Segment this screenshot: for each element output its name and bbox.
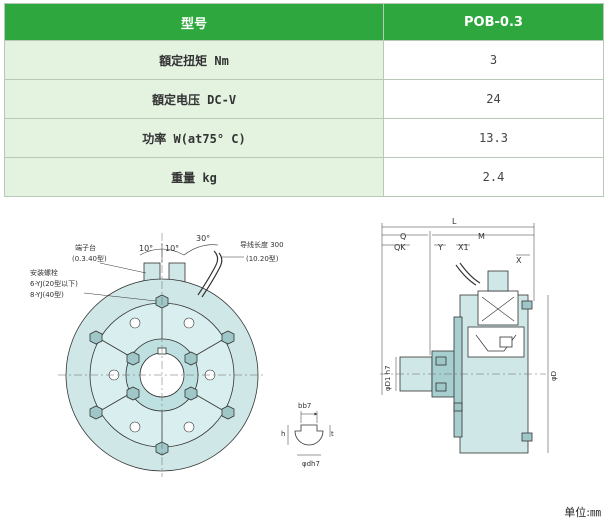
spec-table: 型号 POB-0.3 額定扭矩 Nm 3 額定电压 DC-V 24 功率 W(a… — [4, 3, 604, 197]
dim-D: φD — [550, 371, 558, 381]
row-value-voltage: 24 — [383, 79, 604, 119]
table-row: 功率 W(at75° C) 13.3 — [4, 118, 604, 158]
row-label-torque: 額定扭矩 Nm — [4, 40, 384, 80]
dim-D1: φD1 h7 — [384, 365, 392, 391]
dim-QK: QK — [394, 243, 406, 252]
side-view — [380, 262, 546, 454]
row-label-weight: 重量 kg — [4, 157, 384, 197]
mount-bolt-spec1: 6-YJ(20型以下) — [30, 279, 78, 288]
dim-M: M — [478, 232, 485, 241]
terminal-label: 端子台 — [75, 243, 96, 252]
table-row: 額定电压 DC-V 24 — [4, 79, 604, 119]
table-row: 重量 kg 2.4 — [4, 157, 604, 197]
dim-Q: Q — [400, 232, 406, 241]
dim-Y: Y — [437, 243, 443, 252]
angle-c-label: 30° — [196, 234, 210, 243]
mount-bolt-label: 安装螺栓 — [30, 268, 58, 277]
mount-bolt-spec2: 8-YJ(40型) — [30, 290, 64, 299]
terminal-sizes: (0.3.40型) — [72, 254, 107, 263]
front-view — [58, 233, 266, 477]
coil-housing — [477, 290, 519, 326]
angle-b-label: 10° — [165, 244, 179, 253]
dim-X1: X1 — [458, 243, 469, 252]
angle-a-label: 10° — [139, 244, 153, 253]
row-value-torque: 3 — [383, 40, 604, 80]
vent-holes — [108, 317, 216, 433]
table-row: 額定扭矩 Nm 3 — [4, 40, 604, 80]
header-model-label: 型号 — [4, 3, 384, 41]
row-value-power: 13.3 — [383, 118, 604, 158]
keyway-d-label: φdh7 — [302, 460, 320, 468]
side-dimensions — [381, 223, 549, 453]
mount-bolts — [89, 294, 235, 456]
row-label-power: 功率 W(at75° C) — [4, 118, 384, 158]
header-model-value: POB-0.3 — [383, 3, 604, 41]
lead-wire-sizes: (10.20型) — [246, 254, 279, 263]
row-value-weight: 2.4 — [383, 157, 604, 197]
keyway-detail — [287, 411, 331, 456]
dim-X: X — [516, 256, 522, 265]
keyway-bd7-label: bb7 — [298, 402, 311, 410]
terminal-box — [487, 270, 509, 292]
dim-L: L — [452, 217, 457, 226]
table-header-row: 型号 POB-0.3 — [4, 3, 604, 41]
row-label-voltage: 額定电压 DC-V — [4, 79, 384, 119]
keyway-t-label: t — [331, 430, 334, 438]
lead-wire — [197, 250, 219, 296]
brake-technical-drawing: 10° 10° 30° 端子台 (0.3.40型) 安装螺栓 6-YJ(20型以… — [30, 217, 558, 477]
units-label: 单位:㎜ — [564, 506, 601, 519]
lead-wire-label: 导线长度 300 — [240, 240, 284, 249]
keyway-h-label: h — [281, 430, 285, 438]
